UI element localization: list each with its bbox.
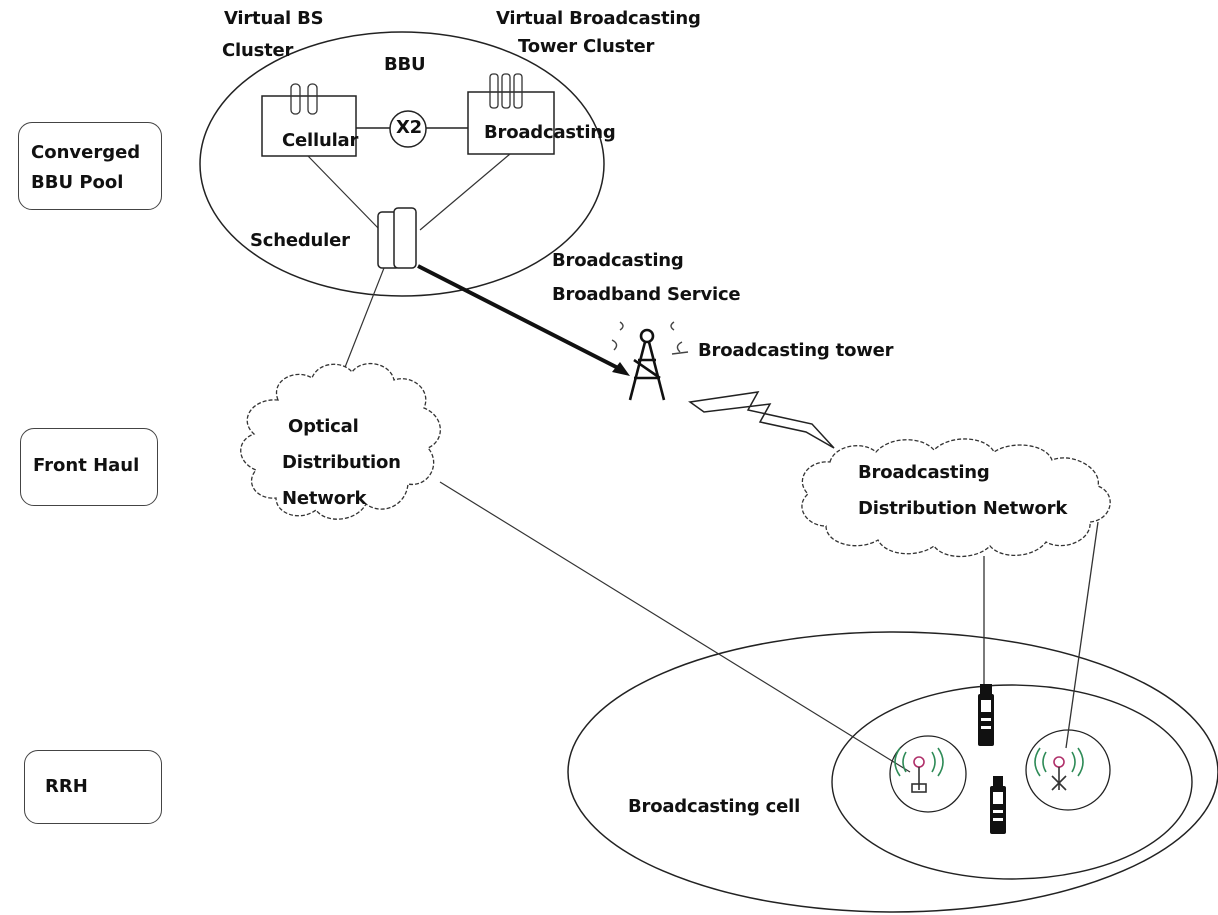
scheduler-icon <box>377 207 417 269</box>
virtual-broadcasting-tower-cluster-line2: Tower Cluster <box>518 36 655 57</box>
virtual-bs-cluster-line1: Virtual BS <box>224 8 324 29</box>
cellular-label: Cellular <box>282 130 359 151</box>
bbu-label: BBU <box>384 54 426 75</box>
broadcast-tower-icon <box>628 328 666 401</box>
lightning-icon <box>688 391 835 449</box>
cellular-to-scheduler <box>307 155 381 231</box>
optical-to-rrh-link <box>439 481 911 773</box>
broadband-service-link <box>417 264 623 372</box>
optical-network-line1: Optical <box>288 416 359 437</box>
broadcasting-cell-label: Broadcasting cell <box>628 796 801 817</box>
tier-rrh-label: RRH <box>45 776 88 797</box>
cellular-box <box>261 95 357 157</box>
antenna-icon-right <box>1034 747 1084 791</box>
broadcasting-tower-label: Broadcasting tower <box>698 340 894 361</box>
scheduler-to-optical <box>339 267 385 381</box>
virtual-broadcasting-tower-cluster-line1: Virtual Broadcasting <box>496 8 701 29</box>
tower-signal-marks <box>611 321 689 355</box>
tier-front-haul-label: Front Haul <box>33 455 140 476</box>
tier-front-haul: Front Haul <box>20 428 158 506</box>
tier-rrh: RRH <box>24 750 162 824</box>
mobile-phone-icon <box>978 684 994 746</box>
tier-converged-line1: Converged <box>31 142 141 163</box>
bdn-to-rrh-link <box>1065 521 1099 749</box>
x2-circle <box>389 110 427 148</box>
broadcasting-network-cloud <box>801 438 1111 558</box>
optical-network-line3: Network <box>282 488 367 509</box>
broadcasting-cell-ellipse <box>567 631 1218 913</box>
broadcasting-server-icon <box>489 73 523 109</box>
broadcasting-box <box>467 91 555 155</box>
broadcasting-label: Broadcasting <box>484 122 616 143</box>
broadband-service-line2: Broadband Service <box>552 284 741 305</box>
broadcasting-to-scheduler <box>419 153 511 231</box>
small-cell-left <box>889 735 967 813</box>
cellular-server-icon <box>290 83 318 115</box>
x2-label: X2 <box>396 117 423 138</box>
broadcasting-network-line2: Distribution Network <box>858 498 1068 519</box>
scheduler-label: Scheduler <box>250 230 350 251</box>
tier-converged-line2: BBU Pool <box>31 172 124 193</box>
broadband-service-arrowhead <box>612 362 630 376</box>
optical-network-cloud <box>240 362 441 520</box>
virtual-bs-cluster-line2: Cluster <box>222 40 294 61</box>
broadband-service-line1: Broadcasting <box>552 250 684 271</box>
optical-network-line2: Distribution <box>282 452 401 473</box>
small-cell-right <box>1025 729 1111 811</box>
broadcasting-network-line1: Broadcasting <box>858 462 990 483</box>
tier-converged-bbu-pool: Converged BBU Pool <box>18 122 162 210</box>
antenna-icon <box>894 747 944 793</box>
bbu-pool-ellipse <box>199 31 605 297</box>
mobile-phone-icon-2 <box>990 776 1006 834</box>
inner-cell-ellipse <box>831 684 1193 880</box>
